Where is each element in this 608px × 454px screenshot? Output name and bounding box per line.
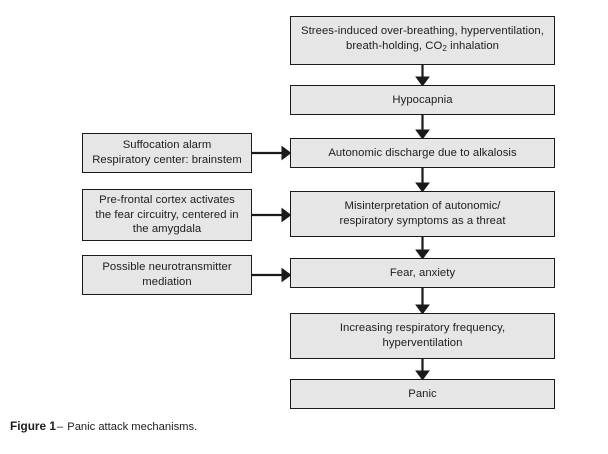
node-autonomic-discharge-label: Autonomic discharge due to alkalosis bbox=[328, 146, 517, 159]
node-misinterpretation: Misinterpretation of autonomic/ respirat… bbox=[290, 191, 555, 237]
node-panic: Panic bbox=[290, 379, 555, 409]
node-prefrontal-cortex-label: Pre-frontal cortex activates the fear ci… bbox=[95, 194, 239, 236]
node-increasing-respiratory-frequency: Increasing respiratory frequency, hyperv… bbox=[290, 313, 555, 359]
node-hypocapnia: Hypocapnia bbox=[290, 85, 555, 115]
node-prefrontal-cortex: Pre-frontal cortex activates the fear ci… bbox=[82, 189, 252, 241]
node-stress-label: Strees-induced over-breathing, hypervent… bbox=[301, 25, 544, 53]
node-increasing-respiratory-frequency-label: Increasing respiratory frequency, hyperv… bbox=[339, 322, 506, 349]
co2-subscript: 2 bbox=[442, 44, 447, 53]
figure-caption-text: Panic attack mechanisms. bbox=[67, 421, 198, 433]
node-misinterpretation-label: Misinterpretation of autonomic/ respirat… bbox=[339, 200, 506, 227]
node-suffocation-alarm-label: Suffocation alarm Respiratory center: br… bbox=[92, 139, 242, 166]
node-hypocapnia-label: Hypocapnia bbox=[392, 93, 453, 106]
node-neurotransmitter-mediation-label: Possible neurotransmitter mediation bbox=[102, 261, 232, 288]
node-autonomic-discharge: Autonomic discharge due to alkalosis bbox=[290, 138, 555, 168]
figure-caption-dash: – bbox=[56, 421, 64, 433]
node-panic-label: Panic bbox=[408, 387, 437, 400]
figure-caption-label: Figure 1 bbox=[10, 419, 56, 433]
node-fear-anxiety: Fear, anxiety bbox=[290, 258, 555, 288]
node-stress-induced-over-breathing: Strees-induced over-breathing, hypervent… bbox=[290, 16, 555, 65]
node-suffocation-alarm: Suffocation alarm Respiratory center: br… bbox=[82, 133, 252, 173]
node-fear-anxiety-label: Fear, anxiety bbox=[389, 266, 456, 279]
node-neurotransmitter-mediation: Possible neurotransmitter mediation bbox=[82, 255, 252, 295]
figure-caption: Figure 1– Panic attack mechanisms. bbox=[10, 419, 197, 433]
